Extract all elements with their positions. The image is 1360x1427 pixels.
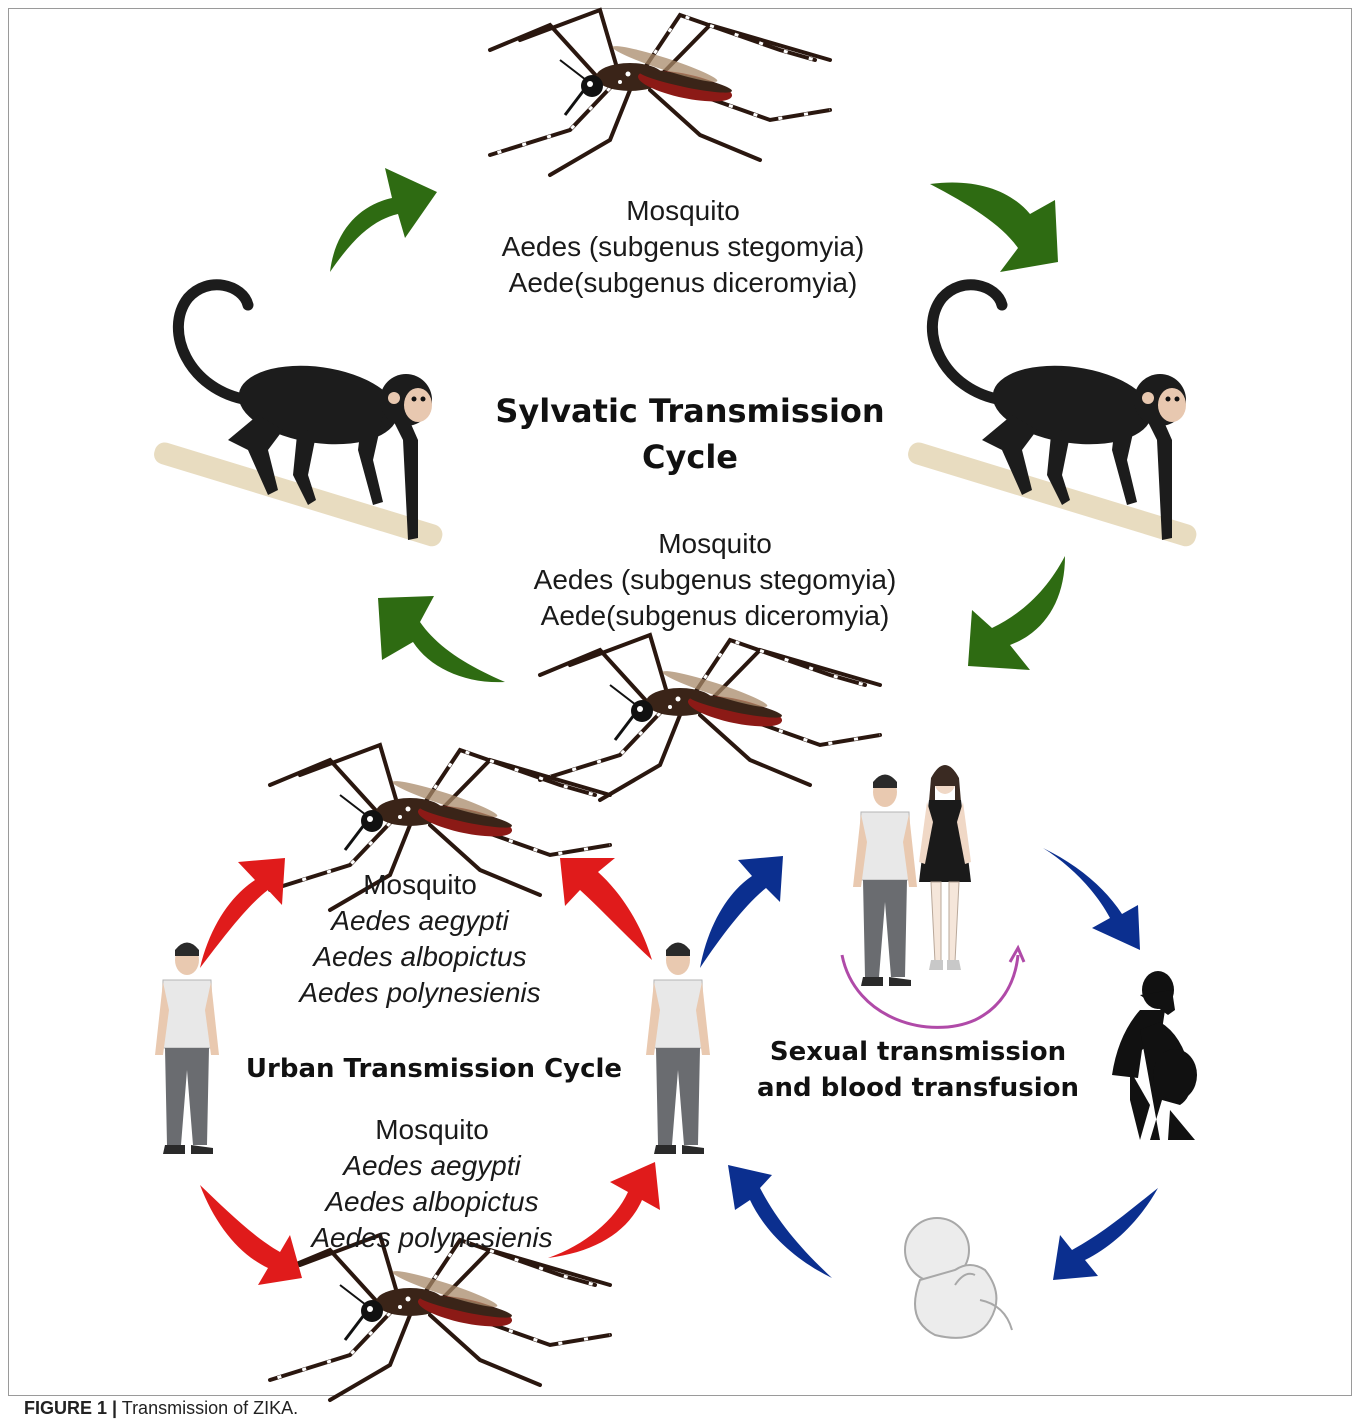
blue-arrow-to-urban-man	[728, 1165, 832, 1278]
label-line: Mosquito	[262, 1112, 602, 1148]
label-line: Aedes albopictus	[262, 1184, 602, 1220]
label-line: Aedes polynesienis	[250, 975, 590, 1011]
label-line: Aedes (subgenus stegomyia)	[482, 562, 948, 598]
woman-icon	[919, 765, 971, 970]
label-line: Aedes albopictus	[250, 939, 590, 975]
sylvatic-vector-bottom: Mosquito Aedes (subgenus stegomyia) Aede…	[482, 526, 948, 634]
sylvatic-title: Sylvatic Transmission Cycle	[440, 388, 940, 480]
urban-vector-bottom: Mosquito Aedes aegypti Aedes albopictus …	[262, 1112, 602, 1256]
label-line: Aedes polynesienis	[262, 1220, 602, 1256]
sexual-title: Sexual transmission and blood transfusio…	[748, 1034, 1088, 1106]
sylvatic-vector-top: Mosquito Aedes (subgenus stegomyia) Aede…	[450, 193, 916, 301]
monkey-icon-left	[152, 285, 445, 549]
label-line: Mosquito	[482, 526, 948, 562]
sexual-title-line1: Sexual transmission	[748, 1034, 1088, 1070]
caption-label: FIGURE 1 |	[24, 1398, 117, 1418]
blue-arrow-to-pregnant	[1043, 848, 1140, 950]
man-icon-couple	[853, 775, 917, 987]
label-line: Aedes aegypti	[262, 1148, 602, 1184]
label-line: Aede(subgenus diceromyia)	[482, 598, 948, 634]
label-line: Aede(subgenus diceromyia)	[450, 265, 916, 301]
label-line: Aedes aegypti	[250, 903, 590, 939]
pregnant-woman-icon	[1112, 971, 1197, 1140]
sylvatic-title-line1: Sylvatic Transmission	[440, 388, 940, 434]
sexual-title-line2: and blood transfusion	[748, 1070, 1088, 1106]
fetus-icon	[905, 1218, 1012, 1338]
urban-title: Urban Transmission Cycle	[236, 1052, 632, 1086]
monkey-icon-right	[906, 285, 1199, 549]
label-line: Aedes (subgenus stegomyia)	[450, 229, 916, 265]
green-arrow-top-left	[330, 168, 437, 272]
label-line: Mosquito	[250, 867, 590, 903]
man-icon-urban-right	[646, 943, 710, 1155]
blue-arrow-up-couple	[700, 856, 783, 968]
mosquito-icon-urban-bottom	[270, 1235, 610, 1400]
label-line: Mosquito	[450, 193, 916, 229]
caption-text: Transmission of ZIKA.	[117, 1398, 298, 1418]
mosquito-icon-sylvatic-bottom	[540, 635, 880, 800]
mosquito-icon-sylvatic-top	[490, 10, 830, 175]
green-arrow-bottom-right	[968, 556, 1065, 670]
urban-vector-top: Mosquito Aedes aegypti Aedes albopictus …	[250, 867, 590, 1011]
blue-arrow-to-fetus	[1053, 1188, 1158, 1280]
green-arrow-top-right	[930, 182, 1058, 272]
man-icon-urban-left	[155, 943, 219, 1155]
sylvatic-title-line2: Cycle	[440, 434, 940, 480]
figure-caption: FIGURE 1 | Transmission of ZIKA.	[24, 1398, 298, 1419]
